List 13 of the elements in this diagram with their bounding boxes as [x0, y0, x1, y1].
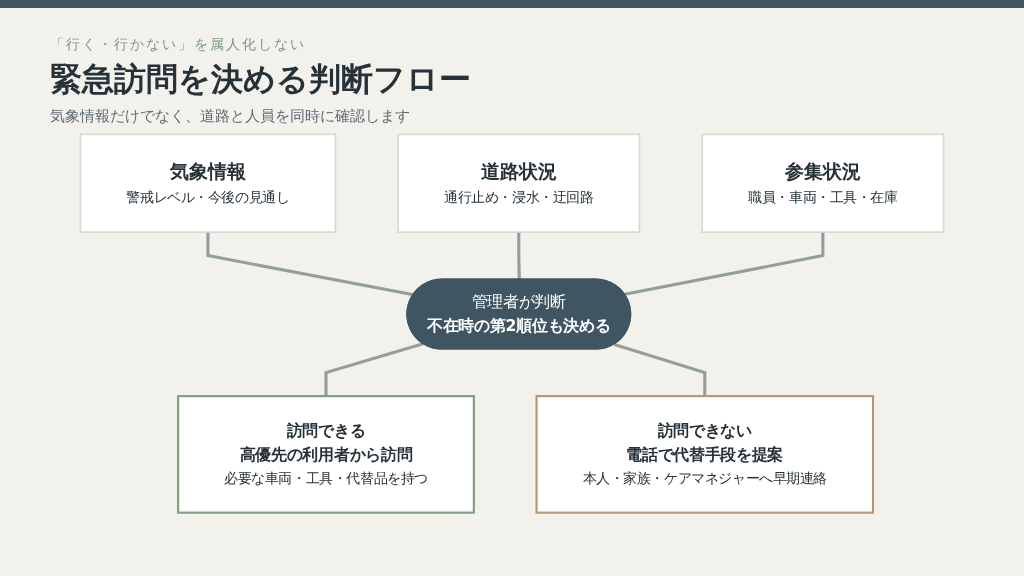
subtitle: 気象情報だけでなく、道路と人員を同時に確認します [50, 107, 410, 126]
connector [206, 232, 414, 297]
connector [624, 232, 825, 296]
title: 緊急訪問を決める判断フロー [50, 59, 471, 100]
node-box: 訪問できない 電話で代替手段を提案 本人・家族・ケアマネジャーへ早期連絡 [535, 395, 875, 514]
node-box: 気象情報 警戒レベル・今後の見通し [79, 133, 337, 233]
node-box: 参集状況 職員・車両・工具・在庫 [701, 133, 945, 233]
node-box: 道路状況 通行止め・浸水・迂回路 [397, 133, 641, 233]
connector [517, 232, 521, 280]
connector [324, 342, 424, 397]
connector [613, 343, 707, 397]
node-box: 訪問できる 高優先の利用者から訪問 必要な車両・工具・代替品を持つ [177, 395, 475, 514]
kicker-text: 「行く・行かない」を属人化しない [50, 36, 306, 54]
